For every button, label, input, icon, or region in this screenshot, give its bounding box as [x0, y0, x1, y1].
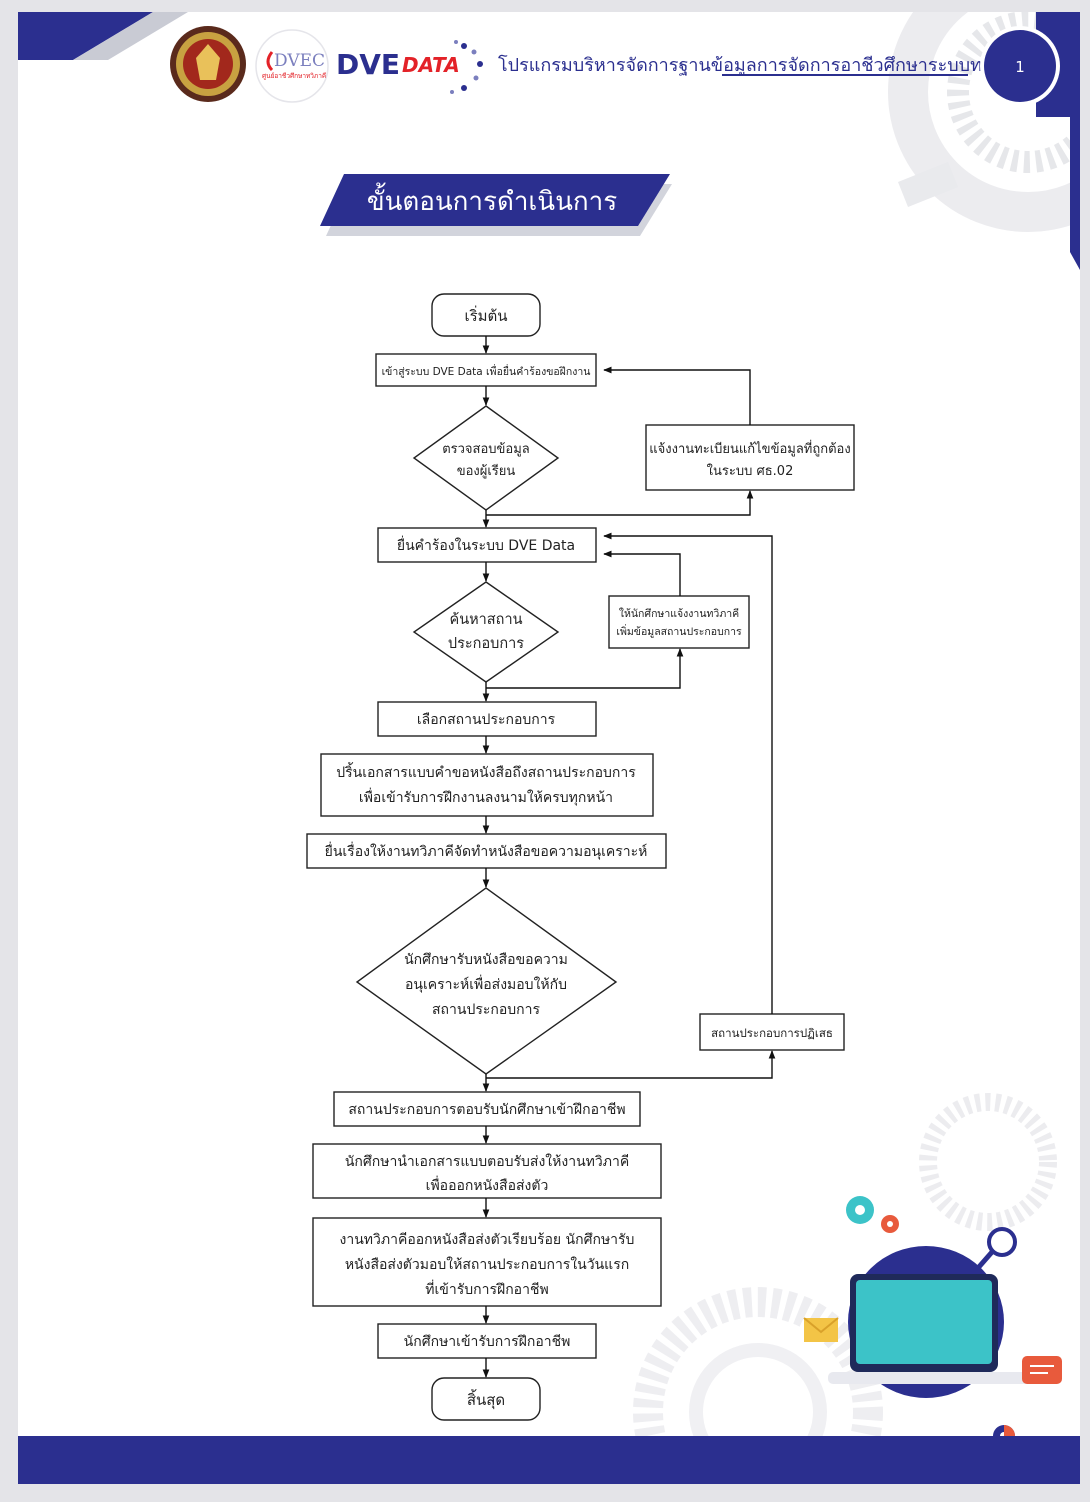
footer-band — [18, 1436, 1080, 1484]
connector-notify-back — [603, 366, 751, 425]
connector-reject-back — [603, 532, 773, 1014]
end-label: สิ้นสุด — [467, 1389, 505, 1410]
search-label-2: ประกอบการ — [448, 636, 524, 652]
check-label-1: ตรวจสอบข้อมูล — [442, 442, 530, 457]
dvec-logo-text: DVEC — [274, 51, 325, 71]
send-label-2: เพื่อออกหนังสือส่งตัว — [426, 1176, 549, 1194]
section-title-banner: ขั้นตอนการดำเนินการ — [320, 174, 672, 236]
start-label: เริ่มต้น — [464, 305, 507, 325]
dve-data-logo: DVE DATA — [336, 40, 483, 94]
data-logo-text: DATA — [402, 53, 460, 77]
section-title: ขั้นตอนการดำเนินการ — [367, 182, 617, 217]
login-label: เข้าสู่ระบบ DVE Data เพื่อยื่นคำร้องขอฝึ… — [382, 364, 591, 378]
search-label-1: ค้นหาสถาน — [450, 611, 523, 628]
print-label-1: ปริ้นเอกสารแบบคำขอหนังสือถึงสถานประกอบกา… — [336, 762, 636, 781]
dvec-logo: DVEC ศูนย์อาชีวศึกษาทวิภาคี — [255, 29, 329, 103]
company-accept-box — [333, 1091, 641, 1127]
connector-search-fail — [486, 648, 684, 689]
issue-referral-box — [312, 1217, 662, 1307]
notify-label-2: ในระบบ ศธ.02 — [707, 463, 794, 479]
print-form-box — [320, 753, 654, 817]
add-label-1: ให้นักศึกษาแจ้งงานทวิภาคี — [619, 607, 739, 620]
receive-label-1: นักศึกษารับหนังสือขอความ — [404, 952, 568, 968]
login-step-box — [375, 353, 597, 387]
dvec-logo-subtext: ศูนย์อาชีวศึกษาทวิภาคี — [262, 72, 326, 80]
send-acceptance-box — [312, 1143, 662, 1199]
issue-label-3: ที่เข้ารับการฝึกอาชีพ — [425, 1280, 548, 1298]
search-decision — [412, 581, 560, 683]
select-company-box — [377, 701, 597, 737]
reject-label: สถานประกอบการปฏิเสธ — [711, 1026, 833, 1040]
submit-label: ยื่นคำร้องในระบบ DVE Data — [397, 536, 575, 554]
start-training-box — [377, 1323, 597, 1359]
train-label: นักศึกษาเข้ารับการฝึกอาชีพ — [404, 1334, 571, 1350]
select-label: เลือกสถานประกอบการ — [417, 712, 556, 728]
notify-label-1: แจ้งงานทะเบียนแก้ไขข้อมูลที่ถูกต้อง — [649, 440, 850, 457]
gear-decoration-top — [888, 12, 1080, 232]
title-underline — [722, 74, 968, 76]
add-company-box — [608, 595, 750, 649]
program-title: โปรแกรมบริหารจัดการฐานข้อมูลการจัดการอาช… — [498, 55, 1027, 76]
page-number-badge: 1 — [980, 26, 1060, 106]
end-terminator — [431, 1377, 541, 1421]
header-band-left — [18, 12, 188, 60]
page-number: 1 — [1015, 58, 1025, 76]
request-letter-box — [306, 833, 667, 869]
add-label-2: เพิ่มข้อมูลสถานประกอบการ — [616, 624, 742, 638]
flowchart: เริ่มต้น เข้าสู่ระบบ DVE Data เพื่อยื่นค… — [306, 293, 855, 1421]
check-decision — [412, 405, 560, 511]
issue-label-2: หนังสือส่งตัวมอบให้สถานประกอบการในวันแรก — [345, 1256, 629, 1273]
connector-add-back — [603, 550, 681, 596]
print-label-2: เพื่อเข้ารับการฝึกงานลงนามให้ครบทุกหน้า — [359, 788, 613, 806]
receive-label-2: อนุเคราะห์เพื่อส่งมอบให้กับ — [405, 975, 567, 993]
connector-check-fail — [486, 490, 754, 516]
send-label-1: นักศึกษานำเอกสารแบบตอบรับส่งให้งานทวิภาค… — [345, 1153, 629, 1170]
accept-label: สถานประกอบการตอบรับนักศึกษาเข้าฝึกอาชีพ — [348, 1102, 625, 1118]
notify-registration-box — [645, 424, 855, 491]
ovec-seal-logo — [170, 26, 246, 102]
dve-logo-text: DVE — [336, 48, 400, 81]
document-page: DVEC ศูนย์อาชีวศึกษาทวิภาคี DVE DATA โปร… — [18, 12, 1080, 1484]
issue-label-1: งานทวิภาคีออกหนังสือส่งตัวเรียบร้อย นักศ… — [340, 1232, 635, 1248]
receive-label-3: สถานประกอบการ — [432, 1002, 540, 1018]
check-label-2: ของผู้เรียน — [457, 463, 516, 479]
submit-request-box — [377, 527, 597, 563]
connector-reject — [486, 1050, 776, 1079]
request-label: ยื่นเรื่องให้งานทวิภาคีจัดทำหนังสือขอควา… — [325, 842, 648, 860]
